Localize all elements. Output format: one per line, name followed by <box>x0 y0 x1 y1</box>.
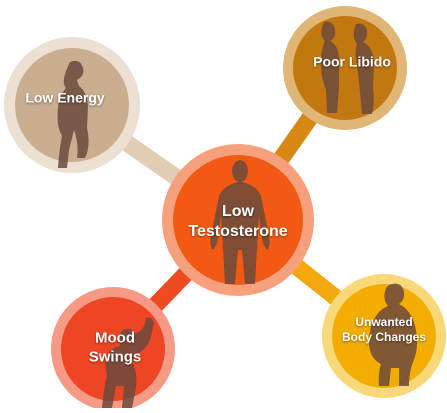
node-mood-swings <box>51 287 175 411</box>
label-unwanted-body-changes: Unwanted Body Changes <box>342 315 426 345</box>
label-line: Low Energy <box>25 89 105 106</box>
label-line: Poor Libido <box>313 53 391 70</box>
overweight-person-silhouette-icon <box>369 283 418 386</box>
label-low-energy: Low Energy <box>25 89 104 107</box>
label-mood-swings: Mood Swings <box>89 329 142 367</box>
label-line: Testosterone <box>188 223 288 240</box>
label-poor-libido: Poor Libido <box>313 53 391 71</box>
couple-silhouette-icon <box>321 21 374 115</box>
node-low-testosterone <box>162 144 314 296</box>
fist-raised-person-silhouette-icon <box>102 317 154 408</box>
label-low-testosterone: Low Testosterone <box>188 202 287 242</box>
node-unwanted-body-changes <box>322 274 446 398</box>
standing-man-silhouette-icon <box>210 160 270 284</box>
slumped-person-silhouette-icon <box>57 60 89 168</box>
label-line: Unwanted <box>355 315 413 329</box>
label-line: Low <box>222 203 254 220</box>
label-line: Mood <box>95 329 135 347</box>
node-low-energy <box>4 37 140 173</box>
label-line: Swings <box>88 348 142 365</box>
node-poor-libido <box>283 6 407 130</box>
label-line: Body Changes <box>341 330 427 344</box>
